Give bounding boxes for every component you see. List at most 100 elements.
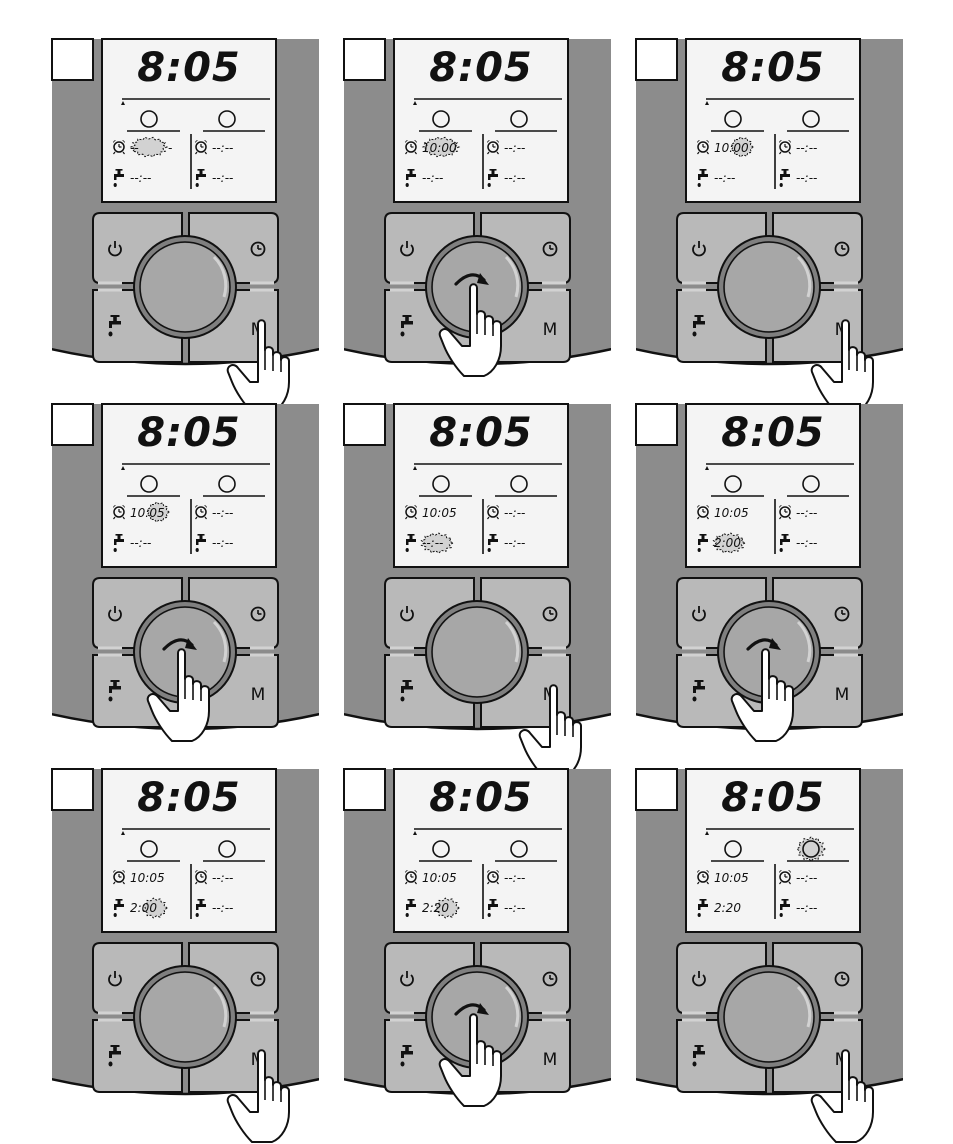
tap-icon	[113, 899, 124, 917]
lcd-screen: 8:05	[685, 768, 861, 933]
power-icon	[400, 606, 414, 622]
rotary-dial[interactable]	[141, 243, 229, 331]
step-panel-6: 8:05	[635, 403, 903, 742]
control-buttons: M	[92, 942, 279, 1093]
highlight-burst	[730, 136, 754, 158]
right-alarm-time: --:--	[796, 871, 817, 885]
program-circle-left	[724, 475, 742, 493]
program-circle-right	[218, 110, 236, 128]
tap-icon	[405, 534, 416, 552]
lcd-screen: 8:05	[393, 403, 569, 568]
tap-icon	[692, 315, 705, 337]
step-number-box	[51, 38, 94, 81]
tap-icon	[487, 534, 498, 552]
left-tap-time: --:--	[422, 536, 443, 550]
alarm-clock-icon	[779, 870, 791, 885]
dial-inner-edge	[723, 241, 815, 333]
lcd-screen: 8:05	[685, 38, 861, 203]
highlight-burst	[129, 136, 169, 158]
right-tap-time: --:--	[212, 901, 233, 915]
clock-icon	[542, 606, 558, 622]
right-alarm-time: --:--	[212, 506, 233, 520]
step-panel-4: 8:05	[51, 403, 319, 742]
tap-icon	[697, 169, 708, 187]
indicator-arrow	[705, 831, 709, 835]
lcd-screen: 8:05	[685, 403, 861, 568]
left-tap-time: --:--	[714, 171, 735, 185]
step-number-box	[343, 403, 386, 446]
pointing-hand-icon	[226, 319, 290, 413]
tap-icon	[697, 534, 708, 552]
dial-inner-edge	[139, 241, 231, 333]
pointing-hand-icon	[438, 1013, 502, 1107]
step-panel-2: 8:05	[343, 38, 611, 377]
step-number-box	[635, 768, 678, 811]
right-alarm-time: --:--	[796, 506, 817, 520]
clock-display: 8:05	[137, 410, 241, 456]
tap-icon	[779, 169, 790, 187]
dial-shine	[796, 985, 812, 1028]
lcd-screen: 8:05	[393, 768, 569, 933]
mode-label: M	[835, 685, 850, 705]
program-circle-left	[432, 475, 450, 493]
left-tap-time: --:--	[422, 171, 443, 185]
highlight-burst	[796, 836, 826, 862]
right-tap-time: --:--	[796, 901, 817, 915]
clock-display: 8:05	[137, 45, 241, 91]
alarm-clock-icon	[487, 505, 499, 520]
program-circle-left	[140, 110, 158, 128]
highlight-burst	[434, 897, 460, 919]
tap-icon	[487, 169, 498, 187]
right-alarm-time: --:--	[212, 871, 233, 885]
left-alarm-time: 10:05	[422, 506, 457, 520]
indicator-arrow	[121, 831, 125, 835]
left-tap-time: 2:20	[422, 901, 449, 915]
clock-icon	[542, 971, 558, 987]
alarm-clock-icon	[779, 140, 791, 155]
clock-display: 8:05	[429, 410, 533, 456]
highlight-burst	[421, 136, 461, 158]
rotate-arrow-icon	[162, 638, 197, 651]
rotary-dial[interactable]	[141, 973, 229, 1061]
left-alarm-time: 10:00	[422, 141, 457, 155]
rotary-dial[interactable]	[725, 243, 813, 331]
indicator-arrow	[121, 101, 125, 105]
lcd-background	[101, 768, 277, 933]
alarm-clock-icon	[195, 140, 207, 155]
dial-shine	[796, 620, 812, 663]
lcd-screen: 8:05	[101, 38, 277, 203]
tap-icon	[692, 1045, 705, 1067]
step-panel-8: 8:05	[343, 768, 611, 1107]
left-tap-time: --:--	[130, 171, 151, 185]
power-icon	[692, 241, 706, 257]
clock-icon	[250, 971, 266, 987]
tap-icon	[405, 169, 416, 187]
alarm-clock-icon	[487, 140, 499, 155]
rotate-arrow-icon	[454, 1003, 489, 1016]
control-buttons: M	[384, 577, 571, 728]
program-circle-right	[802, 110, 820, 128]
control-buttons: M	[676, 212, 863, 363]
highlight-burst-shape	[420, 532, 455, 554]
alarm-clock-icon	[113, 505, 125, 520]
rotate-arrow-icon	[454, 273, 489, 286]
alarm-clock-icon	[113, 870, 125, 885]
highlight-burst	[146, 501, 170, 523]
rotary-dial[interactable]	[725, 973, 813, 1061]
highlight-burst-shape	[146, 501, 170, 523]
power-icon	[108, 971, 122, 987]
clock-display: 8:05	[721, 45, 825, 91]
clock-icon	[834, 606, 850, 622]
program-circle-left	[140, 840, 158, 858]
clock-icon	[834, 971, 850, 987]
dial-shine	[796, 255, 812, 298]
power-icon	[108, 241, 122, 257]
highlight-burst-shape	[434, 897, 460, 919]
highlight-burst-shape	[142, 897, 168, 919]
tap-icon	[779, 534, 790, 552]
highlight-burst	[712, 532, 747, 554]
clock-icon	[542, 241, 558, 257]
rotary-dial[interactable]	[433, 608, 521, 696]
clock-icon	[250, 241, 266, 257]
dial-shine	[504, 620, 520, 663]
